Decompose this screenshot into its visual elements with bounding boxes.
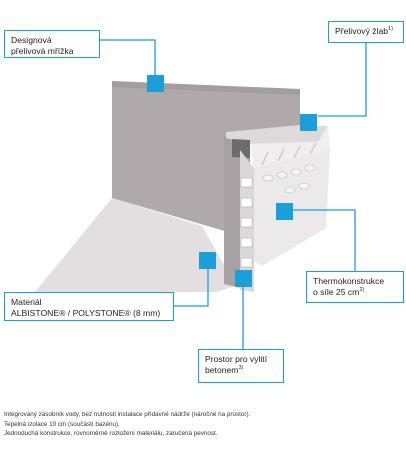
back-wall: [112, 85, 300, 232]
callout-overflow-grid: Designová přelivová mřížka: [4, 30, 100, 58]
callout-overflow-gutter: Přelivový žlab1): [328, 21, 404, 43]
marker-squares: [147, 75, 317, 287]
callout-space-line2: betonem: [205, 365, 239, 375]
structure-ribs: [261, 142, 317, 166]
pool-floor: [35, 198, 236, 292]
callout-material-line2: ALBISTONE® / POLYSTONE® (8 mm): [11, 308, 161, 318]
footnote-2: Tepelná izolace 10 cm (součástí bazénu).: [4, 420, 120, 428]
thermo-structure-top: [250, 126, 330, 168]
callout-thermo-structure: Thermokonstrukce o síle 25 cm2): [306, 271, 404, 303]
pool-diagram: Designová přelivová mřížka Přelivový žla…: [4, 21, 404, 383]
footnotes: Integrovaný zásobník vody, bez nutnosti …: [4, 410, 404, 439]
callout-space-note-ref: 3): [238, 365, 244, 372]
structure-cells: [240, 177, 253, 268]
leader-lines: [100, 39, 367, 349]
callout-grid-line1: Designová: [11, 35, 52, 45]
overflow-gutter-inner: [232, 139, 250, 158]
structure-cylinders: [262, 164, 316, 194]
footnote-3: Jednoduchá konstrukce, rovnoměrné rozlož…: [4, 430, 218, 438]
callout-concrete-space: Prostor pro vylití betonem3): [198, 349, 284, 383]
callout-space-line1: Prostor pro vylití: [205, 354, 268, 364]
callout-thermo-line2: o síle 25 cm: [313, 287, 360, 297]
callout-material: Materiál ALBISTONE® / POLYSTONE® (8 mm): [4, 292, 174, 321]
callout-thermo-line1: Thermokonstrukce: [313, 276, 385, 286]
callout-material-line1: Materiál: [11, 297, 42, 307]
callout-thermo-note-ref: 2): [359, 287, 365, 294]
pool-structure-illustration: [35, 39, 367, 349]
callout-grid-line2: přelivová mřížka: [11, 46, 74, 56]
callout-gutter-note-ref: 1): [388, 26, 393, 33]
footnote-1: Integrovaný zásobník vody, bez nutnosti …: [4, 411, 251, 418]
callout-gutter-label: Přelivový žlab: [335, 26, 389, 36]
